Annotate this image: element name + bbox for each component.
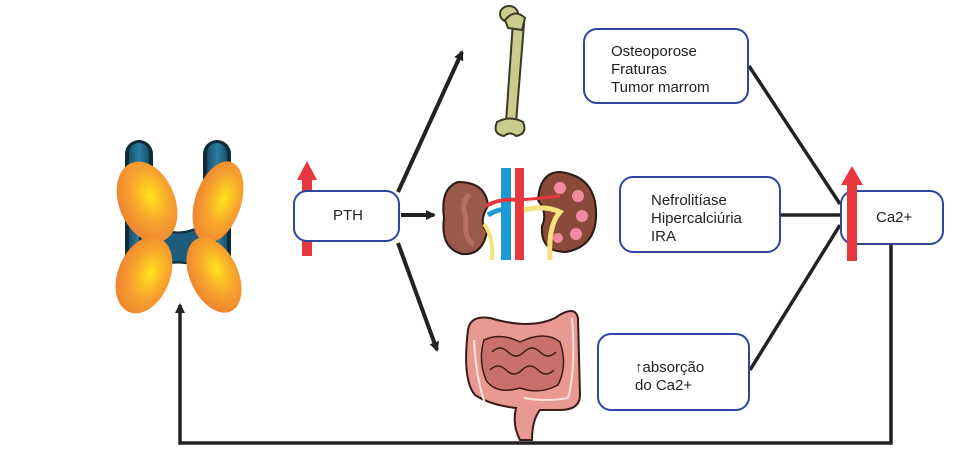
pth-node: PTH — [293, 190, 400, 242]
bone-effects-node: Osteoporose Fraturas Tumor marrom — [583, 28, 749, 104]
kidney-effects-node: Nefrolitíase Hipercalciúria IRA — [619, 176, 781, 253]
calcium-label: Ca2+ — [876, 209, 913, 226]
arrow-pth-to-gut — [396, 242, 439, 352]
bone-effect-3: Tumor marrom — [611, 79, 710, 96]
gut-effects-node: ↑absorção do Ca2+ — [597, 333, 750, 411]
arrow-pth-to-bone — [396, 50, 464, 193]
gut-effect-2: do Ca2+ — [635, 377, 693, 394]
feedback-arrow-calcium-to-gland — [175, 245, 893, 445]
connectors — [175, 50, 893, 445]
line-bone-to-calcium — [747, 65, 842, 205]
intestine-icon — [465, 310, 582, 441]
bone-effect-1: Osteoporose — [611, 43, 697, 60]
gut-effect-1: ↑absorção — [635, 359, 705, 376]
parathyroid-gland-icon — [115, 140, 244, 314]
femur-bone-icon — [494, 5, 527, 138]
kidney-effect-1: Nefrolitíase — [651, 192, 727, 209]
kidney-effect-3: IRA — [651, 228, 677, 245]
kidney-effect-2: Hipercalciúria — [651, 210, 742, 227]
line-gut-to-calcium — [748, 224, 842, 371]
calcium-node: Ca2+ — [840, 190, 944, 245]
pth-label: PTH — [333, 207, 363, 224]
bone-effect-2: Fraturas — [611, 61, 667, 78]
kidneys-icon — [442, 168, 598, 261]
